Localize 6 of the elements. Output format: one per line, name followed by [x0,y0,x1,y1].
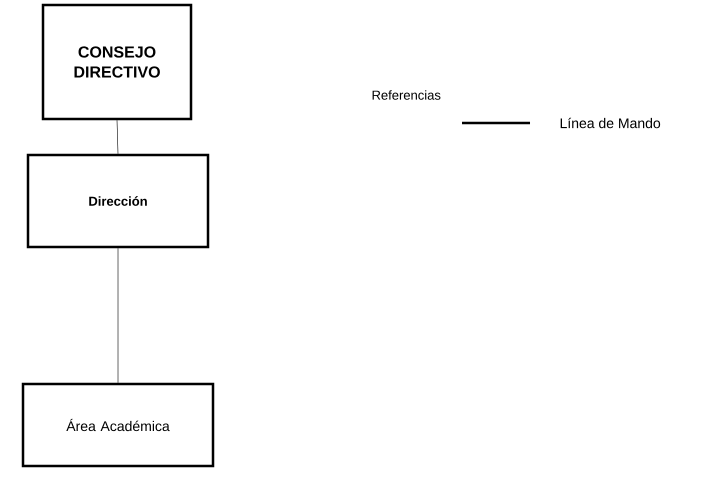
legend-heading: Referencias [372,90,440,100]
org-box: CONSEJO DIRECTIVO [42,4,192,120]
connector-line [116,120,118,154]
legend-text: Línea de Mando [560,118,660,128]
org-box: Dirección [26,154,210,248]
org-box: Área Académica [22,382,214,468]
